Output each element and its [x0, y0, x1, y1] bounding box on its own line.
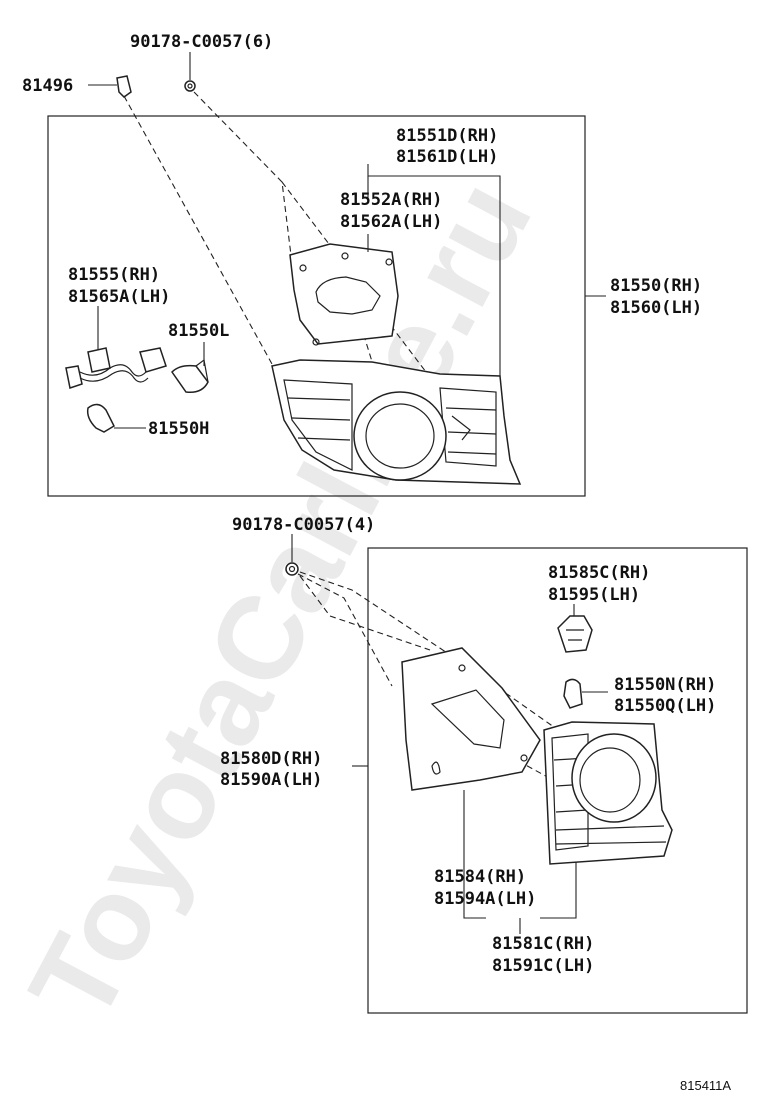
- label-81585c: 81585C(RH): [548, 563, 650, 583]
- label-81591c: 81591C(LH): [492, 956, 594, 976]
- label-81580d: 81580D(RH): [220, 749, 322, 769]
- socket-81496-part: [88, 75, 132, 98]
- leader-line: [463, 790, 486, 919]
- assembly-line: [123, 95, 273, 365]
- clip-screw-top-part: [184, 52, 196, 92]
- back-lamp-81581c-part: [543, 721, 673, 865]
- label-81550l: 81550L: [168, 321, 229, 341]
- label-81584: 81584(RH): [434, 867, 526, 887]
- label-81550: 81550(RH): [610, 276, 702, 296]
- assembly-line: [297, 573, 393, 687]
- label-81560: 81560(LH): [610, 298, 702, 318]
- leader-line: [367, 164, 501, 376]
- bulb-81550h-part: [86, 403, 146, 433]
- back-lamp-frame: [367, 547, 748, 1014]
- rear-lamp-frame: [47, 115, 586, 497]
- label-81590a: 81590A(LH): [220, 770, 322, 790]
- label-81595: 81595(LH): [548, 585, 640, 605]
- label-clip-bottom: 90178-C0057(4): [232, 515, 375, 535]
- label-81555: 81555(RH): [68, 265, 160, 285]
- bulb-81550n-part: [563, 678, 608, 709]
- label-81550q: 81550Q(LH): [614, 696, 716, 716]
- assembly-line: [299, 571, 599, 759]
- assembly-line: [193, 91, 297, 297]
- label-81562a: 81562A(LH): [340, 212, 442, 232]
- label-81550n: 81550N(RH): [614, 675, 716, 695]
- label-81565a: 81565A(LH): [68, 287, 170, 307]
- socket-81585c-part: [557, 604, 593, 653]
- label-81550h: 81550H: [148, 419, 209, 439]
- label-clip-top: 90178-C0057(6): [130, 32, 273, 52]
- clip-screw-bottom-part: [285, 534, 299, 576]
- diagram-code: 815411A: [680, 1078, 731, 1093]
- label-81561d: 81561D(LH): [396, 147, 498, 167]
- socket-wire-81555-part: [65, 306, 167, 389]
- label-81594a: 81594A(LH): [434, 889, 536, 909]
- rear-combination-lamp-part: [271, 359, 522, 485]
- bulb-81550l-part: [171, 342, 209, 394]
- gasket-81552a-part: [289, 243, 399, 346]
- label-81551d: 81551D(RH): [396, 126, 498, 146]
- assembly-line: [299, 575, 431, 651]
- gasket-81584-part: [401, 647, 541, 791]
- label-81552a: 81552A(RH): [340, 190, 442, 210]
- leader-line: [540, 862, 577, 919]
- label-81581c: 81581C(RH): [492, 934, 594, 954]
- label-81496: 81496: [22, 76, 73, 96]
